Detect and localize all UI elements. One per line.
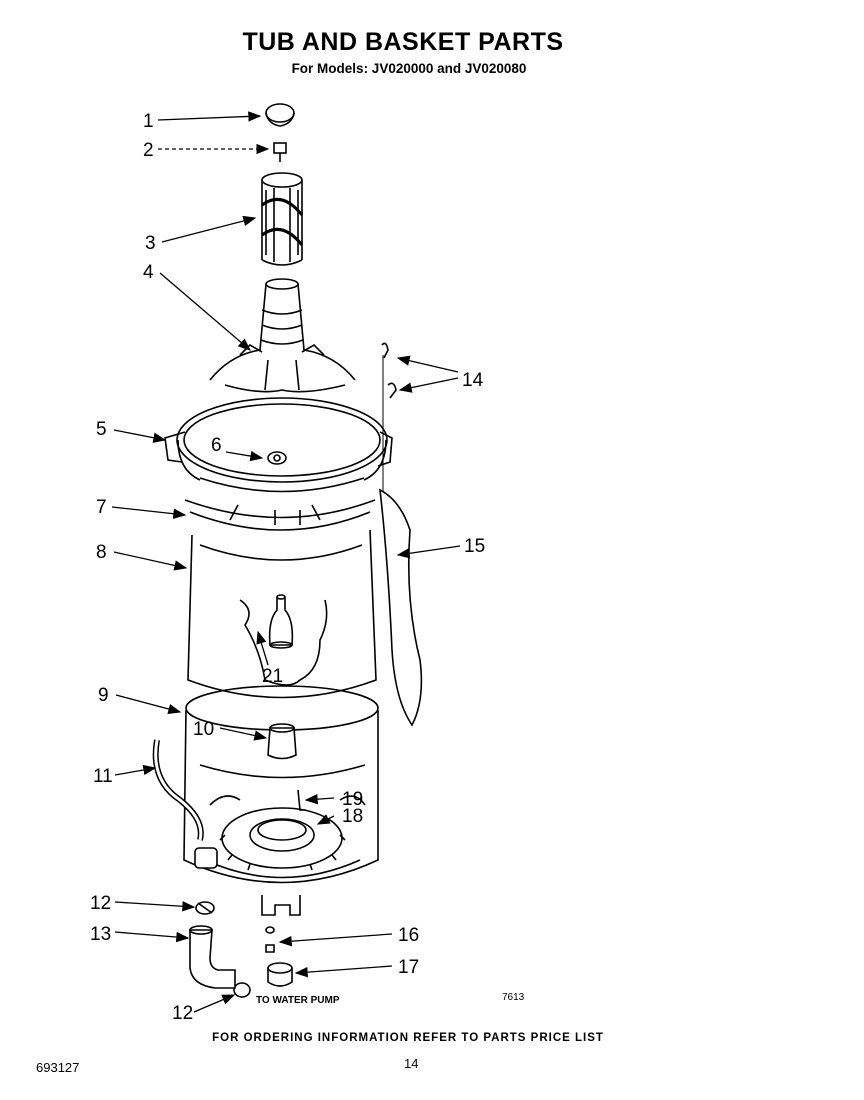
page-title: TUB AND BASKET PARTS bbox=[242, 28, 564, 56]
to-water-pump-label: TO WATER PUMP bbox=[256, 995, 340, 1006]
callout-1: 1 bbox=[143, 111, 154, 132]
callout-17: 17 bbox=[398, 957, 419, 978]
part-5-tub-ring bbox=[164, 397, 393, 493]
part-12-clamp-lower bbox=[233, 982, 251, 998]
callout-12-upper: 12 bbox=[90, 893, 111, 914]
callout-5: 5 bbox=[96, 419, 107, 440]
callout-16: 16 bbox=[398, 925, 419, 946]
part-11-hose bbox=[152, 739, 204, 841]
part-18-tub-bearing bbox=[219, 807, 346, 871]
callout-11: 11 bbox=[93, 766, 113, 787]
callout-12-lower: 12 bbox=[172, 1003, 193, 1024]
part-1-cap bbox=[265, 103, 295, 127]
part-16-screw bbox=[265, 926, 275, 953]
tub-mount-bracket bbox=[261, 895, 301, 916]
page-number: 14 bbox=[404, 1056, 419, 1071]
part-3-agitator-cam bbox=[261, 172, 304, 266]
part-12-clamp-upper bbox=[195, 901, 215, 915]
part-7-snubber-ring bbox=[184, 499, 376, 531]
callout-18: 18 bbox=[342, 806, 363, 827]
figure-number: 7613 bbox=[502, 992, 525, 1003]
ordering-info-note: FOR ORDERING INFORMATION REFER TO PARTS … bbox=[212, 1032, 604, 1044]
part-21-center-post bbox=[268, 594, 294, 649]
callout-21: 21 bbox=[262, 666, 283, 687]
callout-6: 6 bbox=[211, 435, 222, 456]
part-13-drain-hose bbox=[189, 925, 236, 989]
document-number: 693127 bbox=[36, 1060, 80, 1075]
part-19-clip bbox=[297, 789, 306, 811]
page-subtitle: For Models: JV020000 and JV020080 bbox=[291, 61, 527, 76]
callout-9: 9 bbox=[98, 685, 109, 706]
callout-4: 4 bbox=[143, 262, 154, 283]
part-8-basket bbox=[187, 529, 377, 699]
callout-3: 3 bbox=[145, 233, 156, 254]
part-2-bolt bbox=[273, 142, 287, 162]
callout-2: 2 bbox=[143, 140, 154, 161]
callout-8: 8 bbox=[96, 542, 107, 563]
part-10-fitting bbox=[267, 723, 297, 760]
part-17-pulley bbox=[267, 962, 293, 987]
callout-10: 10 bbox=[193, 719, 214, 740]
callout-14: 14 bbox=[462, 370, 484, 391]
part-4-agitator bbox=[209, 278, 356, 393]
part-14-clips bbox=[381, 342, 397, 510]
callout-7: 7 bbox=[96, 497, 107, 518]
tub-drain-outlet bbox=[194, 847, 218, 869]
part-15-splash-shield bbox=[379, 488, 423, 727]
callout-13: 13 bbox=[90, 924, 111, 945]
part-6-nut bbox=[267, 451, 287, 465]
callout-19: 19 bbox=[342, 789, 363, 810]
callout-15: 15 bbox=[464, 536, 485, 557]
